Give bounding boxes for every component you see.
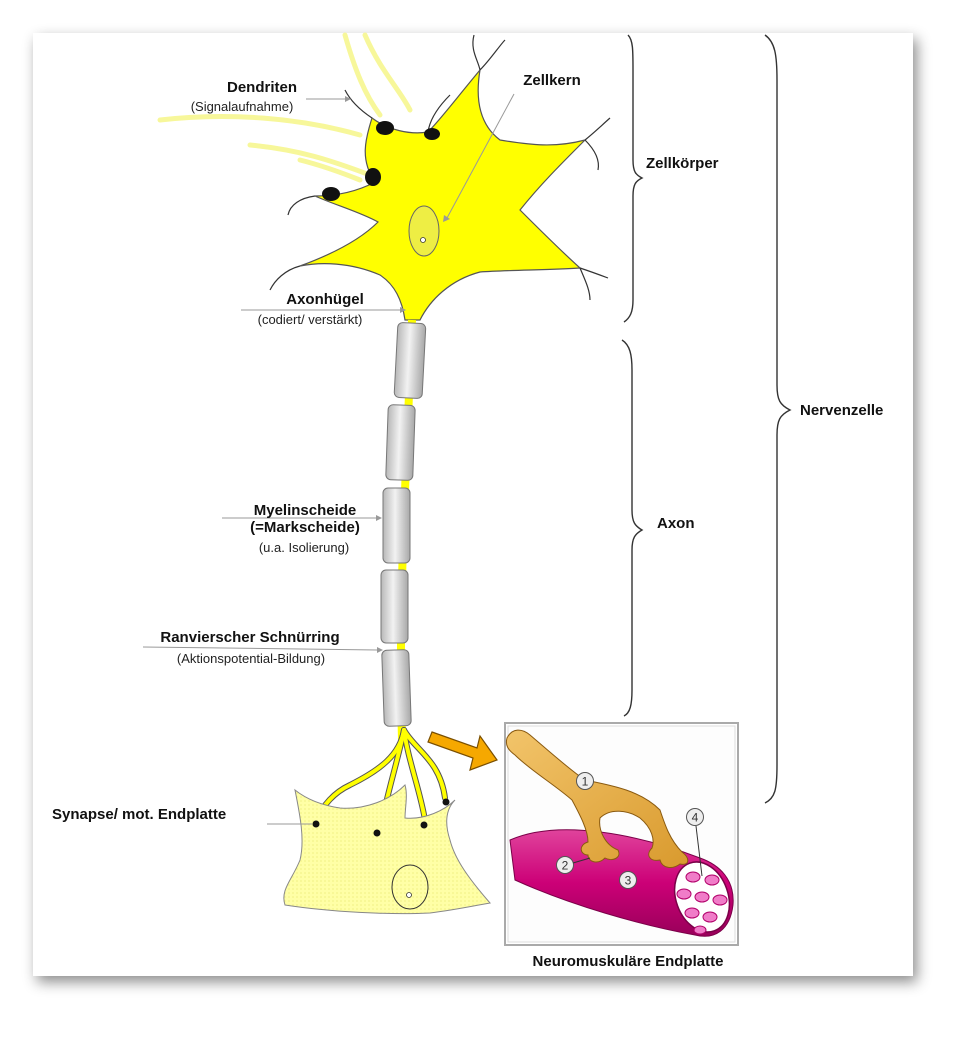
label-myelin-sub: (u.a. Isolierung)	[258, 540, 350, 555]
background-dendrites	[157, 32, 413, 183]
cell-body	[299, 67, 588, 321]
zoom-arrow	[427, 731, 498, 771]
brace-nervenzelle	[764, 34, 792, 804]
svg-text:3: 3	[625, 874, 632, 888]
inset-caption: Neuromuskuläre Endplatte	[532, 953, 724, 970]
inset-marker-2: 2	[556, 856, 591, 874]
muscle-cell	[283, 784, 491, 915]
inset-marker-3: 3	[619, 871, 637, 889]
svg-text:2: 2	[562, 859, 569, 873]
inset-axon-terminal	[505, 729, 689, 868]
nucleus	[408, 205, 440, 257]
label-zellkern: Zellkern	[523, 72, 581, 89]
inset-myofibrils	[676, 871, 728, 935]
myelin-sheath	[380, 322, 427, 727]
svg-text:1: 1	[582, 775, 589, 789]
brace-zellkoerper	[623, 34, 644, 323]
brace-axon	[621, 339, 644, 717]
label-myelinscheide: Myelinscheide	[253, 502, 357, 519]
pointer-arrowheads	[345, 96, 450, 653]
label-zellkoerper: Zellkörper	[646, 155, 719, 172]
label-dendriten-sub: (Signalaufnahme)	[190, 99, 294, 114]
pointer-lines	[142, 93, 515, 825]
synaptic-knobs	[322, 121, 440, 201]
label-axonhuegel-sub: (codiert/ verstärkt)	[257, 312, 363, 327]
dark-dendrites	[269, 34, 611, 301]
label-axonhuegel: Axonhügel	[286, 291, 364, 308]
endplate-knobs	[312, 798, 450, 837]
label-axon: Axon	[657, 515, 695, 532]
label-ranvier-sub: (Aktionspotential-Bildung)	[176, 651, 326, 666]
inset-marker-1: 1	[576, 772, 594, 790]
label-synapse: Synapse/ mot. Endplatte	[52, 806, 227, 823]
label-ranvier: Ranvierscher Schnürring	[160, 629, 340, 646]
label-nervenzelle: Nervenzelle	[800, 402, 884, 419]
label-dendriten: Dendriten	[226, 79, 298, 96]
nucleolus	[420, 237, 426, 243]
muscle-nucleolus	[406, 892, 412, 898]
svg-text:4: 4	[692, 811, 699, 825]
inset-marker-4: 4	[686, 808, 704, 877]
braces	[621, 34, 792, 804]
label-markscheide: (=Markscheide)	[250, 519, 360, 536]
muscle-nucleus	[391, 864, 429, 910]
inset-panel: 1 2 3 4	[504, 722, 739, 946]
